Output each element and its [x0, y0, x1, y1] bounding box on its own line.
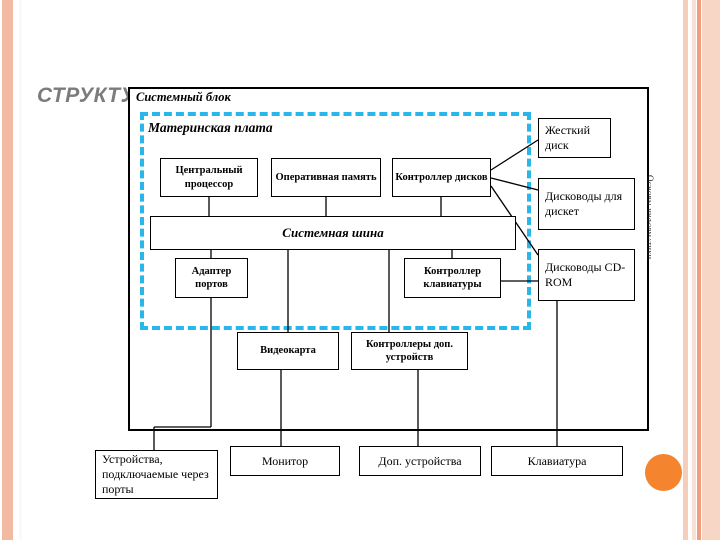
block-extra-controllers[interactable]: Контроллеры доп. устройств	[351, 332, 468, 370]
block-system-bus[interactable]: Системная шина	[150, 216, 516, 250]
right-stripe-1	[683, 0, 688, 540]
right-stripe-4	[702, 0, 720, 540]
block-hard-disk[interactable]: Жесткий диск	[538, 118, 611, 158]
block-cpu-label: Центральный процессор	[175, 165, 243, 190]
block-disk-controller[interactable]: Контроллер дисков	[392, 158, 491, 197]
block-port-devices[interactable]: Устройства, подключаемые через порты	[95, 450, 218, 499]
block-monitor-label: Монитор	[261, 453, 309, 468]
block-keyboard-controller[interactable]: Контроллер клавиатуры	[404, 258, 501, 298]
right-stripe-3	[697, 0, 701, 540]
block-cdrom-drives-label: Дисководы CD-ROM	[545, 260, 626, 289]
block-keyboard-label: Клавиатура	[527, 453, 587, 468]
motherboard-label: Материнская плата	[148, 120, 273, 135]
block-disk-controller-label: Контроллер дисков	[395, 171, 488, 183]
orange-dot-decoration	[645, 454, 682, 491]
block-keyboard-controller-label: Контроллер клавиатуры	[423, 265, 482, 290]
block-cpu[interactable]: Центральный процессор	[160, 158, 258, 197]
block-system-bus-label: Системная шина	[282, 224, 384, 240]
block-port-adapter-label: Адаптер портов	[191, 265, 232, 290]
right-stripe-2	[692, 0, 696, 540]
block-extra-devices-label: Доп. устройства	[378, 453, 462, 468]
block-floppy-drives[interactable]: Дисководы для дискет	[538, 178, 635, 230]
left-thin-stripe	[19, 0, 22, 540]
page-title: СТРУКТУ	[37, 84, 136, 107]
block-hard-disk-label: Жесткий диск	[545, 123, 591, 152]
block-keyboard[interactable]: Клавиатура	[491, 446, 623, 476]
block-floppy-drives-label: Дисководы для дискет	[545, 189, 623, 218]
system-unit-label: Системный блок	[136, 90, 231, 104]
block-cdrom-drives[interactable]: Дисководы CD-ROM	[538, 249, 635, 301]
block-port-devices-label: Устройства, подключаемые через порты	[102, 452, 209, 496]
block-video-card-label: Видеокарта	[260, 345, 316, 357]
block-video-card[interactable]: Видеокарта	[237, 332, 339, 370]
block-extra-controllers-label: Контроллеры доп. устройств	[366, 338, 453, 363]
block-extra-devices[interactable]: Доп. устройства	[359, 446, 481, 476]
block-port-adapter[interactable]: Адаптер портов	[175, 258, 248, 298]
block-monitor[interactable]: Монитор	[230, 446, 340, 476]
block-ram[interactable]: Оперативная память	[271, 158, 381, 197]
block-ram-label: Оперативная память	[275, 171, 377, 183]
left-accent-stripe	[2, 0, 13, 540]
side-caption: Основы информатики	[645, 175, 655, 260]
